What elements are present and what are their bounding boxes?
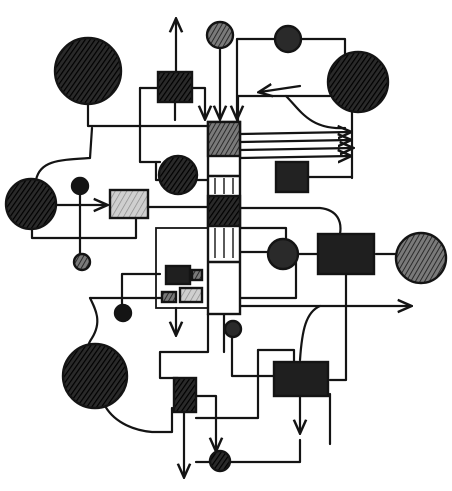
circle-mid-center xyxy=(157,154,199,196)
connector xyxy=(230,330,276,378)
connector xyxy=(238,148,352,150)
hub-box xyxy=(206,120,242,316)
square-mid-right xyxy=(274,160,310,194)
connector xyxy=(328,272,348,382)
connector xyxy=(120,272,162,300)
circle-top-right-large xyxy=(326,50,390,114)
connector xyxy=(34,126,94,182)
circle-top-small-left xyxy=(205,20,235,50)
connector xyxy=(158,312,210,380)
connector xyxy=(237,37,276,118)
connector-lines xyxy=(30,20,410,476)
connector xyxy=(298,37,347,60)
connector xyxy=(86,98,210,128)
circle-bottom-left-large xyxy=(61,342,129,410)
connector xyxy=(238,132,350,134)
connector xyxy=(102,402,174,434)
connector xyxy=(238,226,288,240)
connector xyxy=(30,208,138,240)
rect-bottom-right-dark xyxy=(272,360,330,398)
dot-left-top xyxy=(70,176,90,196)
panel-center-left xyxy=(155,227,209,309)
square-top-hatched xyxy=(156,70,194,104)
connector xyxy=(260,86,302,92)
rect-bottom-center-small xyxy=(172,376,198,414)
dot-center-lower-left xyxy=(113,303,133,323)
connector xyxy=(238,206,342,236)
connector xyxy=(238,140,350,142)
connector xyxy=(194,394,216,450)
connector xyxy=(238,252,298,300)
connector xyxy=(284,94,347,130)
circle-far-right xyxy=(394,231,448,285)
connector xyxy=(298,304,322,362)
dot-center-lower xyxy=(223,319,243,339)
connector xyxy=(256,348,296,364)
connector xyxy=(138,86,162,164)
circle-center-right xyxy=(266,237,300,271)
circle-top-left-large xyxy=(53,36,123,106)
connector xyxy=(190,86,205,118)
dot-left-bottom xyxy=(72,252,92,272)
circle-top-small-right xyxy=(273,24,303,54)
connector xyxy=(194,348,260,420)
box-light-left xyxy=(108,188,150,220)
connector xyxy=(238,156,350,158)
circle-bottom-small xyxy=(208,449,232,473)
connector xyxy=(236,94,332,124)
rect-right-dark xyxy=(316,232,376,276)
connector xyxy=(228,438,302,464)
circle-left-large xyxy=(4,177,58,231)
